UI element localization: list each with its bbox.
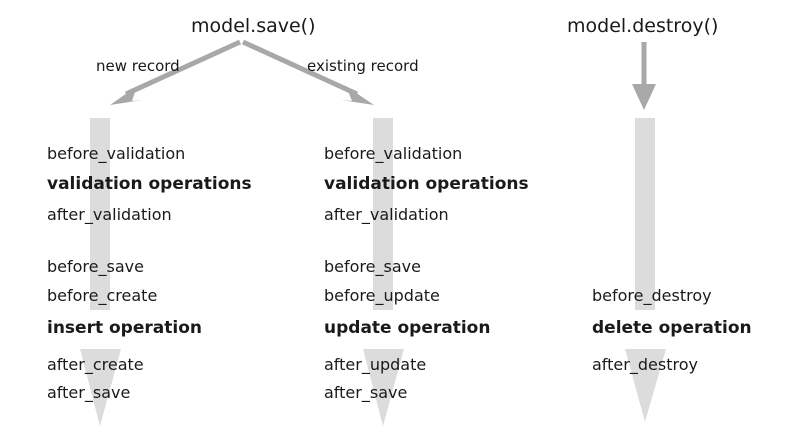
step-destroy-delete-operation: delete operation xyxy=(592,318,752,338)
step-create-after-validation: after_validation xyxy=(47,205,172,224)
step-update-before-update: before_update xyxy=(324,286,440,305)
step-update-update-operation: update operation xyxy=(324,318,491,338)
branch-label-existing-record: existing record xyxy=(307,57,419,75)
step-update-before-save: before_save xyxy=(324,257,421,276)
step-update-after-save: after_save xyxy=(324,383,408,402)
step-update-after-validation: after_validation xyxy=(324,205,449,224)
step-destroy-after-destroy: after_destroy xyxy=(592,355,698,374)
step-update-before-validation: before_validation xyxy=(324,144,463,163)
step-create-before-create: before_create xyxy=(47,286,158,305)
title-model-save: model.save() xyxy=(191,15,316,37)
flow-bar-create xyxy=(90,118,110,310)
step-create-insert-operation: insert operation xyxy=(47,318,202,338)
step-destroy-before-destroy: before_destroy xyxy=(592,286,712,305)
flow-bar-update xyxy=(373,118,393,310)
title-model-destroy: model.destroy() xyxy=(567,15,719,37)
destroy-arrow xyxy=(632,42,656,110)
step-create-before-validation: before_validation xyxy=(47,144,186,163)
branch-label-new-record: new record xyxy=(96,57,180,75)
step-create-validation-operations: validation operations xyxy=(47,174,252,194)
step-update-after-update: after_update xyxy=(324,355,427,374)
step-create-before-save: before_save xyxy=(47,257,144,276)
step-update-validation-operations: validation operations xyxy=(324,174,529,194)
step-create-after-create: after_create xyxy=(47,355,144,374)
step-create-after-save: after_save xyxy=(47,383,131,402)
flow-bar-destroy xyxy=(635,118,655,310)
